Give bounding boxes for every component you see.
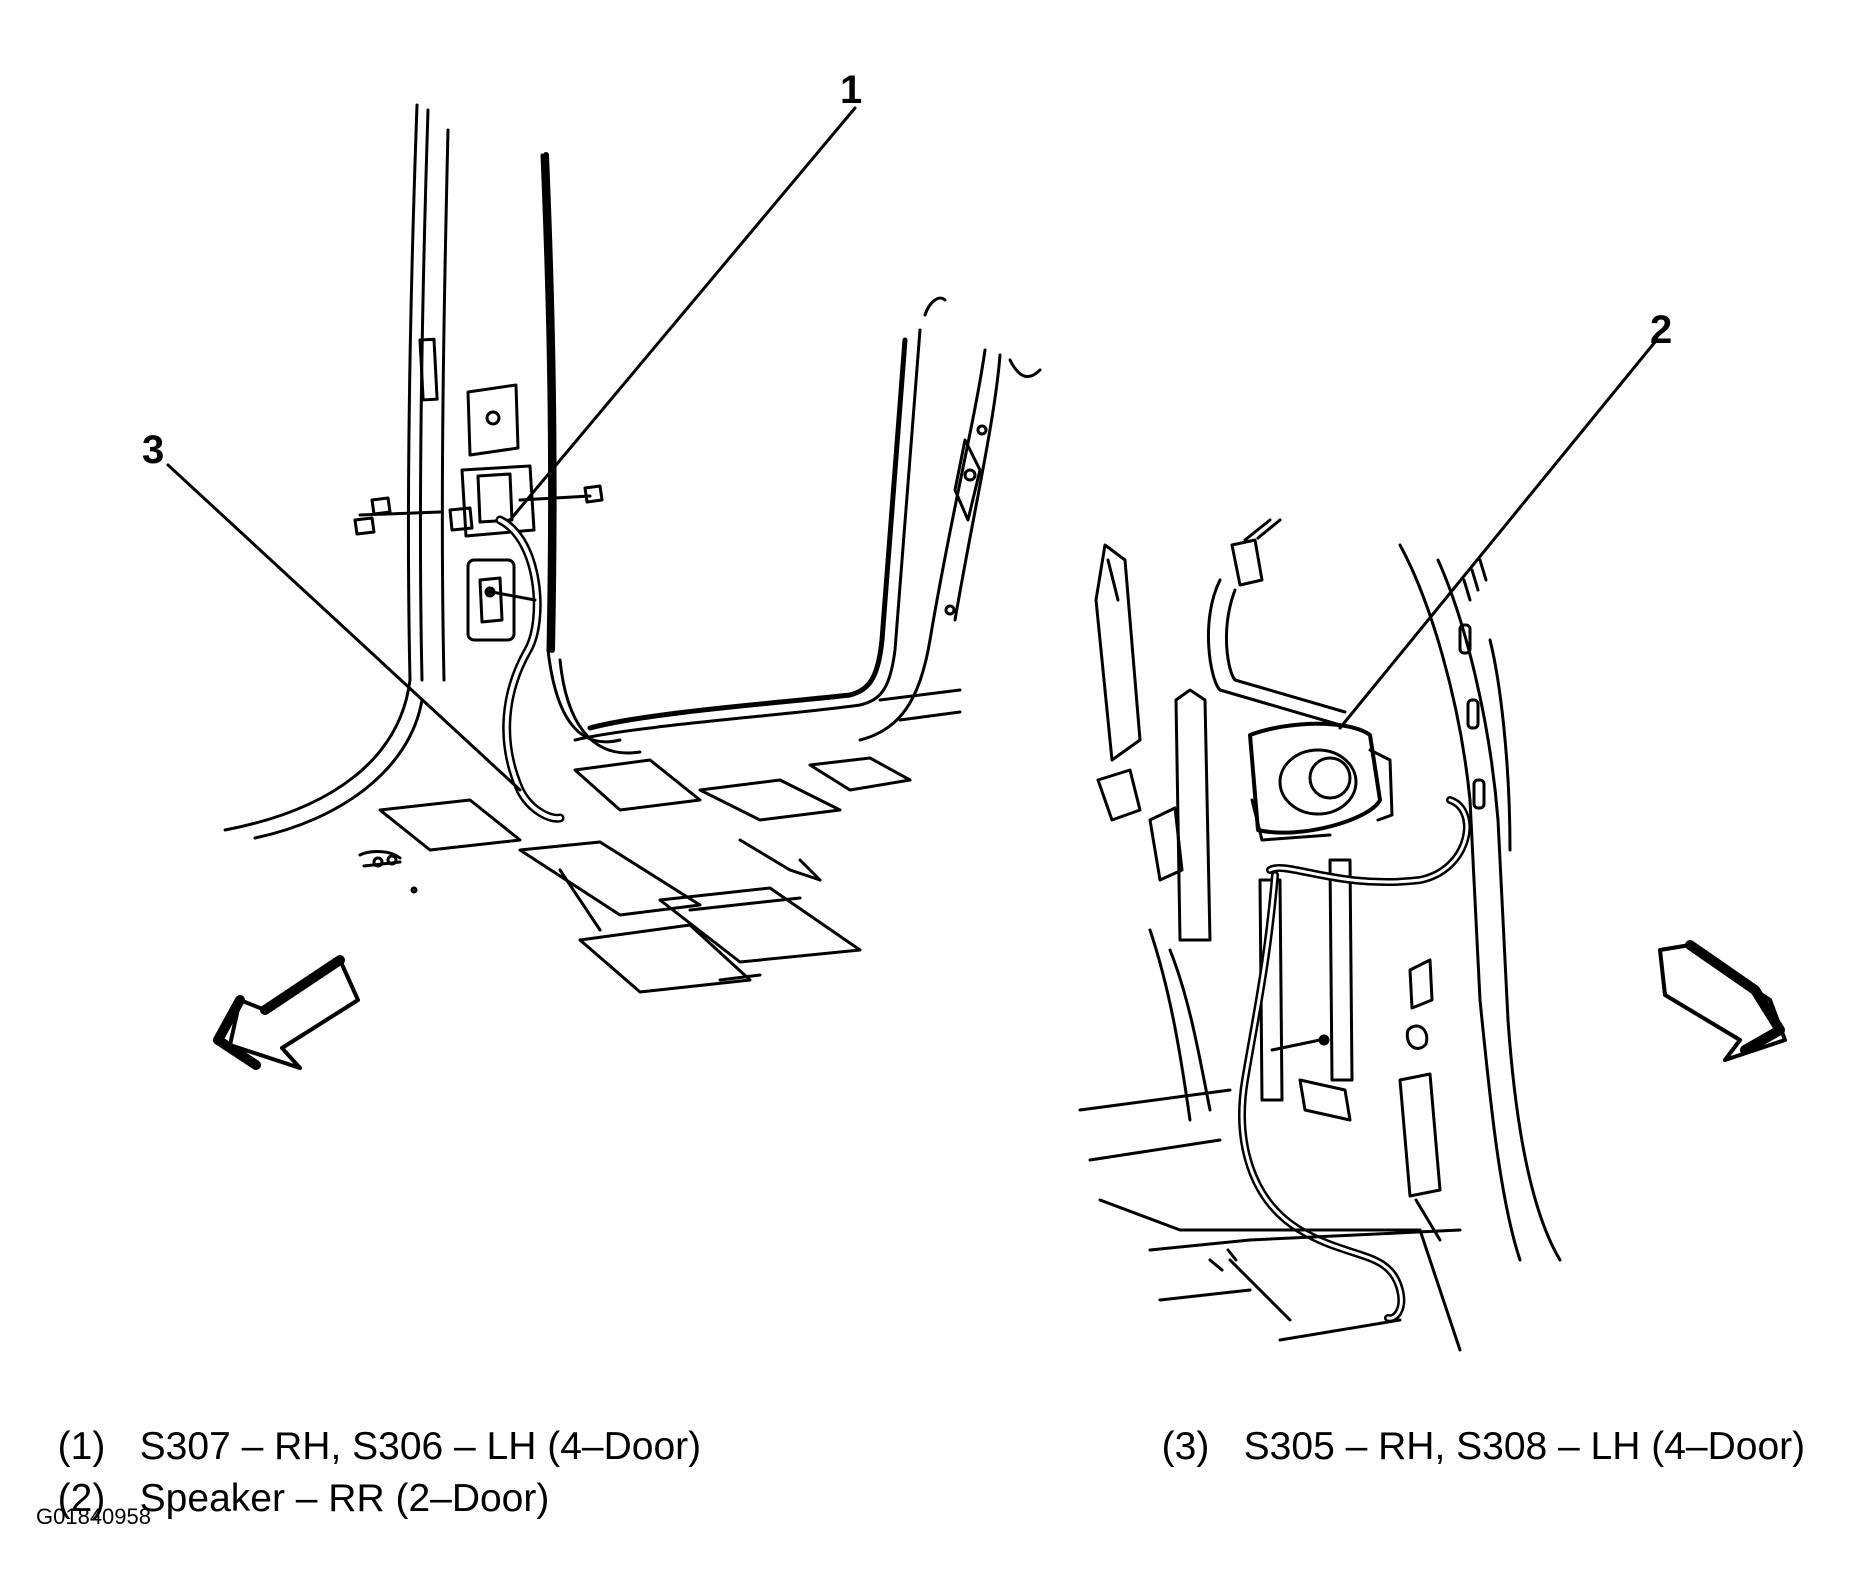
legend-item-1: (1) S307 – RH, S306 – LH (4–Door): [36, 1388, 701, 1466]
legend-number-1: (1): [57, 1425, 106, 1468]
leader-line-1: [508, 106, 857, 522]
figure-id: G01840958: [36, 1504, 151, 1529]
right-speaker-view: [1078, 518, 1562, 1352]
legend-text-2: Speaker – RR (2–Door): [139, 1477, 550, 1520]
leader-line-2: [1338, 340, 1657, 730]
legend-item-3: (3) S305 – RH, S308 – LH (4–Door): [1140, 1388, 1805, 1466]
callout-2: 2: [1650, 308, 1673, 352]
legend-text-3: S305 – RH, S308 – LH (4–Door): [1243, 1425, 1806, 1468]
legend-text-1: S307 – RH, S306 – LH (4–Door): [139, 1425, 702, 1468]
legend-item-2: (2) Speaker – RR (2–Door): [36, 1440, 550, 1520]
left-pillar-view: [223, 103, 1042, 994]
leader-line-3: [166, 463, 522, 792]
forward-arrow-left-icon: [213, 955, 360, 1070]
forward-arrow-right-icon: [1658, 940, 1787, 1062]
callout-1: 1: [840, 68, 863, 112]
legend-number-3: (3): [1161, 1425, 1210, 1468]
legend-number-2: (2): [57, 1477, 106, 1520]
callout-3: 3: [142, 428, 165, 472]
